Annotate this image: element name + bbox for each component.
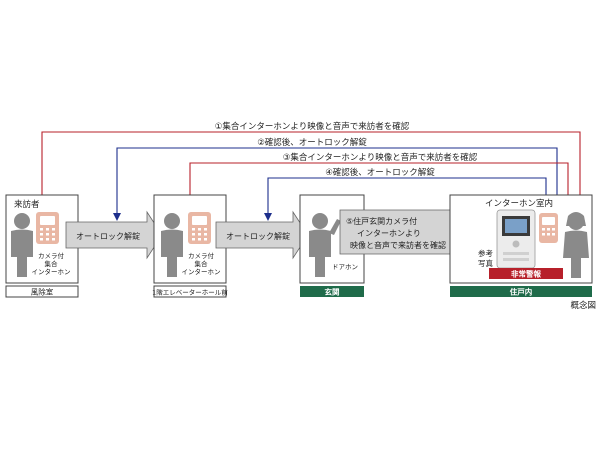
visitor-title: 来訪者 (14, 199, 40, 210)
photo-note-2: 写真 (478, 258, 493, 268)
step5-line-1: ⑤住戸玄関カメラ付 (346, 216, 417, 226)
flow-line-3 (189, 162, 572, 211)
intercom-label-2: 集合 (45, 259, 59, 268)
entrance-person-icon (309, 213, 341, 277)
footer-elevator-hall: 1階エレベーターホール前 (152, 285, 228, 298)
unlock-arrow-1: オートロック解錠 (65, 210, 163, 260)
svg-text:オートロック解錠: オートロック解錠 (226, 231, 290, 241)
annotation-1: ①集合インターホンより映像と音声で来訪者を確認 (215, 121, 410, 132)
intercom-icon (188, 212, 211, 244)
flow-line-1 (41, 131, 584, 211)
svg-text:オートロック解錠: オートロック解錠 (76, 231, 140, 241)
intercom-label-1: カメラ付 (38, 251, 65, 260)
doorphone-label: ドアホン (332, 263, 358, 271)
intercom-label-3: インターホン (32, 267, 71, 276)
svg-text:カメラ付: カメラ付 (188, 251, 215, 260)
panel-unit-interior: インターホン室内 参考 写真 (449, 194, 593, 284)
annotation-2: ②確認後、オートロック解錠 (257, 137, 367, 148)
flow-line-2 (113, 147, 558, 222)
svg-text:玄関: 玄関 (325, 287, 340, 297)
footer-vestibule: 風除室 (5, 285, 79, 298)
annotation-3: ③集合インターホンより映像と音声で来訪者を確認 (283, 152, 478, 163)
panel-elevator-hall: カメラ付 集合 インターホン (153, 194, 227, 284)
footer-entrance: 玄関 (300, 286, 364, 297)
step5-line-2: インターホンより (357, 229, 421, 238)
panel-visitor: 来訪者 カメラ付 集合 インターホン (5, 194, 79, 284)
resident-person-icon (563, 212, 589, 278)
svg-text:集合: 集合 (195, 259, 209, 268)
svg-text:住戸内: 住戸内 (510, 287, 533, 297)
unit-title: インターホン室内 (485, 198, 553, 209)
intercom-photo (496, 209, 536, 269)
intercom-icon (36, 212, 59, 244)
svg-text:非常警報: 非常警報 (511, 269, 541, 279)
step5-line-3: 映像と音声で来訪者を確認 (350, 240, 446, 250)
concept-caption: 概念図 (570, 300, 596, 311)
svg-text:1階エレベーターホール前: 1階エレベーターホール前 (152, 288, 228, 297)
annotation-4: ④確認後、オートロック解錠 (325, 167, 435, 178)
emergency-alarm-badge: 非常警報 (489, 268, 563, 279)
photo-note-1: 参考 (478, 248, 493, 258)
footer-unit-interior: 住戸内 (450, 286, 592, 297)
svg-text:風除室: 風除室 (31, 287, 54, 297)
unlock-arrow-2: オートロック解錠 (215, 210, 309, 260)
room-intercom-icon (539, 213, 558, 243)
svg-text:インターホン: インターホン (182, 267, 221, 276)
